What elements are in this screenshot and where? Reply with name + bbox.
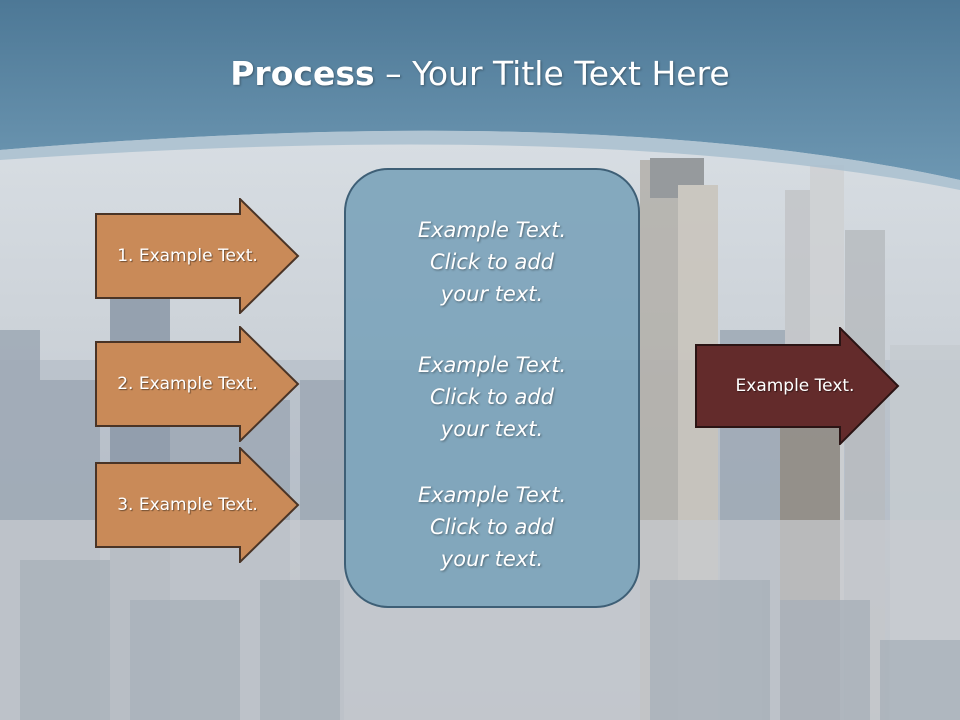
arrow-shape (695, 327, 900, 445)
page-title: Process – Your Title Text Here (0, 52, 960, 96)
center-text-line: Click to add (429, 385, 554, 409)
step-label-3: 3. Example Text. (117, 495, 258, 515)
center-text-line: Click to add (429, 515, 554, 539)
output-label: Example Text. (735, 376, 855, 396)
center-text-line: Example Text. (417, 353, 567, 377)
step-arrow-1[interactable]: 1. Example Text. (95, 198, 300, 314)
step-label-1: 1. Example Text. (117, 246, 258, 266)
center-text-line: Example Text. (417, 483, 567, 507)
center-text-block-3[interactable]: Example Text. Click to add your text. (344, 479, 640, 575)
arrow-shape (95, 447, 300, 563)
step-arrow-3[interactable]: 3. Example Text. (95, 447, 300, 563)
center-text-line: Click to add (429, 250, 554, 274)
center-process-box[interactable]: Example Text. Click to add your text. Ex… (344, 168, 640, 608)
center-text-block-2[interactable]: Example Text. Click to add your text. (344, 349, 640, 445)
arrow-shape (95, 326, 300, 442)
center-text-line: your text. (440, 417, 544, 441)
center-text-line: your text. (440, 547, 544, 571)
arrow-shape (95, 198, 300, 314)
title-bold: Process (230, 54, 375, 93)
center-text-block-1[interactable]: Example Text. Click to add your text. (344, 214, 640, 310)
step-arrow-2[interactable]: 2. Example Text. (95, 326, 300, 442)
center-text-line: Example Text. (417, 218, 567, 242)
center-text-line: your text. (440, 282, 544, 306)
title-rest: – Your Title Text Here (374, 54, 730, 93)
output-arrow[interactable]: Example Text. (695, 327, 900, 445)
step-label-2: 2. Example Text. (117, 374, 258, 394)
